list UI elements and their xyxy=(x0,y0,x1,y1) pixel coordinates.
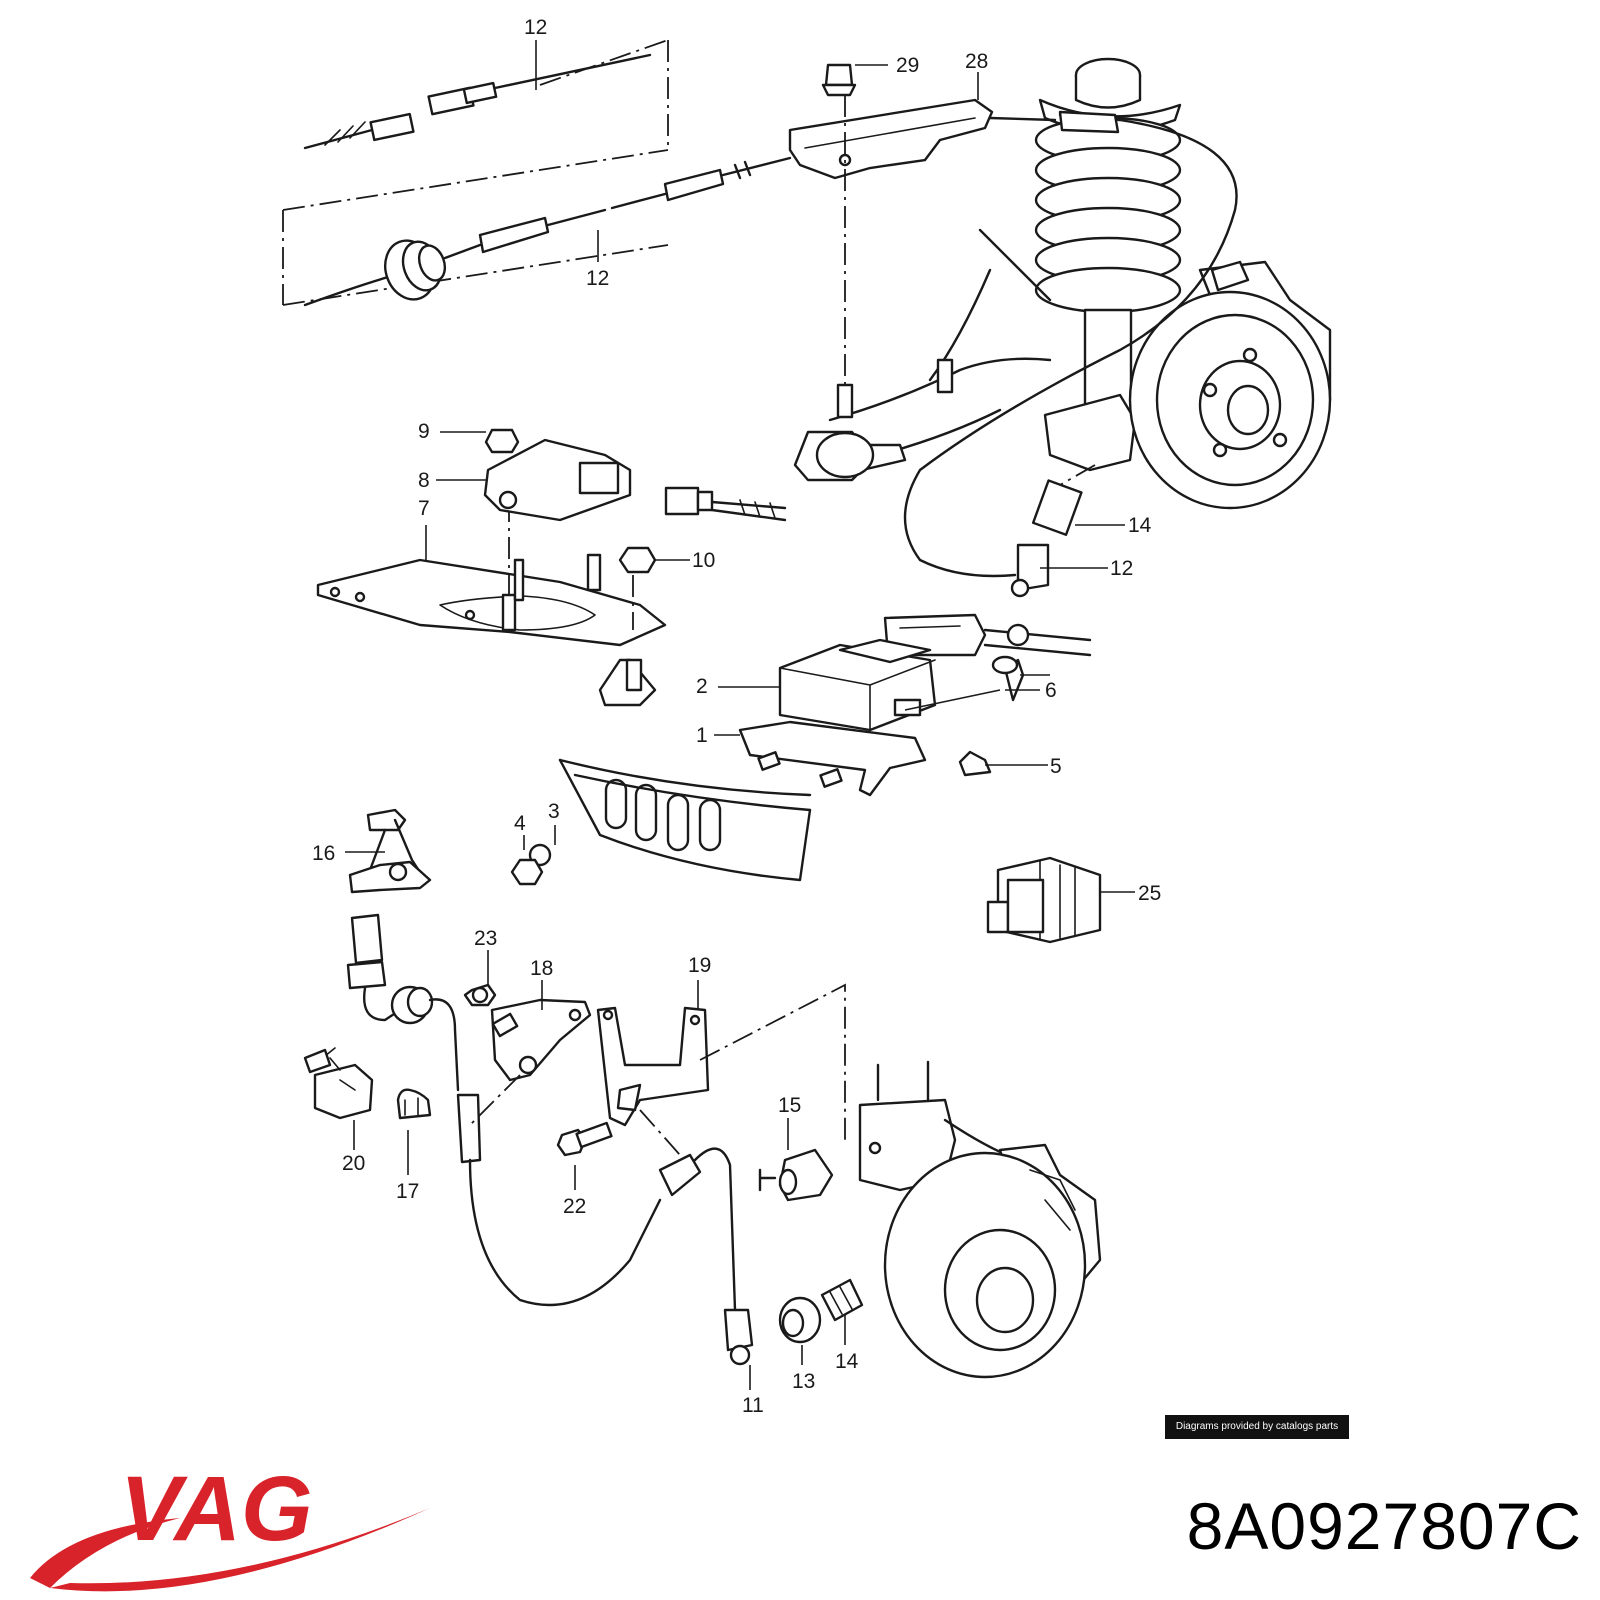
abs-control-unit-2 xyxy=(778,613,1092,732)
body-panel xyxy=(510,758,812,886)
callout-29: 29 xyxy=(896,54,919,77)
rear-brake-disc xyxy=(883,1143,1102,1379)
part-number: 8A0927807C xyxy=(1186,1489,1582,1563)
logo-swoosh-arc xyxy=(50,1508,430,1592)
callout-7: 7 xyxy=(418,497,430,520)
rear-speed-sensor-cable xyxy=(346,913,754,1366)
callout-5: 5 xyxy=(1050,755,1062,778)
logo-wordmark: VAG xyxy=(120,1458,313,1560)
callout-19: 19 xyxy=(688,954,711,977)
callout-1: 1 xyxy=(696,724,708,747)
vag-logo: VAG xyxy=(30,1458,430,1592)
callout-4: 4 xyxy=(514,812,526,835)
clip-17 xyxy=(396,1088,432,1120)
sensor-bracket-28 xyxy=(788,63,994,390)
rear-strut xyxy=(858,1060,1022,1192)
callout-16: 16 xyxy=(312,842,335,865)
bolt-22 xyxy=(556,1121,613,1157)
callout-14-front: 14 xyxy=(1128,514,1152,537)
callout-8: 8 xyxy=(418,469,430,492)
callout-28: 28 xyxy=(965,50,988,73)
callout-20: 20 xyxy=(342,1152,365,1175)
callout-2: 2 xyxy=(696,675,708,698)
callout-12-front: 12 xyxy=(1110,557,1133,580)
sensor-unit-8 xyxy=(483,428,787,707)
callout-17: 17 xyxy=(396,1180,419,1203)
callout-labels: 12 29 28 12 9 8 7 10 14 12 2 6 1 5 4 3 1… xyxy=(312,16,1161,1417)
callout-12-mid: 12 xyxy=(586,267,609,290)
abs-cable-top xyxy=(282,39,792,307)
callout-10: 10 xyxy=(692,549,715,572)
logo-swoosh xyxy=(30,1518,180,1588)
callout-11: 11 xyxy=(742,1394,764,1417)
callout-12-top: 12 xyxy=(524,16,547,39)
sensor-bushing-15 xyxy=(758,1148,834,1202)
coil-spring xyxy=(1034,116,1182,314)
callout-9: 9 xyxy=(418,420,430,443)
callout-18: 18 xyxy=(530,957,553,980)
control-unit-bracket-1 xyxy=(738,674,1050,797)
relay-25 xyxy=(986,856,1102,944)
callout-3: 3 xyxy=(548,800,560,823)
clip-20 xyxy=(303,1047,374,1120)
callout-14-rear: 14 xyxy=(835,1350,859,1373)
rear-bracket-19 xyxy=(596,983,846,1156)
sensor-sleeve-13 xyxy=(778,1296,822,1344)
callout-25: 25 xyxy=(1138,882,1161,905)
callout-6: 6 xyxy=(1045,679,1057,702)
callout-23: 23 xyxy=(474,927,497,950)
front-speed-sensor-cable xyxy=(903,110,1238,598)
sensor-sleeve-14 xyxy=(820,1278,864,1322)
mounting-plate-7 xyxy=(316,500,667,647)
callout-leaders xyxy=(345,40,1135,1390)
callout-13: 13 xyxy=(792,1370,815,1393)
rear-bracket-18 xyxy=(463,983,592,1126)
rear-mount-16 xyxy=(348,808,432,894)
diagram-credit-banner: Diagrams provided by catalogs parts xyxy=(1165,1415,1349,1439)
callout-15: 15 xyxy=(778,1094,801,1117)
callout-22: 22 xyxy=(563,1195,586,1218)
front-brake-disc xyxy=(1128,260,1332,510)
